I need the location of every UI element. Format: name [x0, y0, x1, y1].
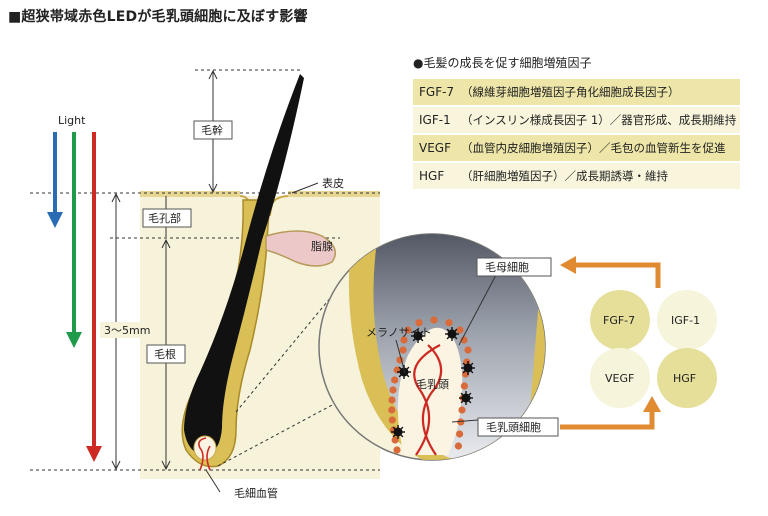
sebaceous-gland	[265, 230, 337, 267]
zoom-papilla	[397, 327, 463, 455]
pore-label: 毛孔部	[148, 211, 181, 225]
papilla-cell-dot	[399, 346, 407, 354]
factor-row-vegf: VEGF （血管内皮細胞増殖因子）／毛包の血管新生を促進	[413, 135, 740, 161]
light-label: Light	[58, 114, 86, 127]
melanocyte	[397, 365, 411, 379]
papilla-cell-dot	[460, 382, 468, 390]
melanocyte	[411, 329, 425, 343]
melanocyte-leader	[395, 339, 406, 374]
factor-desc: （インスリン様成長因子 1）／器官形成、成長期維持	[461, 113, 737, 127]
shaft-arrow-top	[208, 69, 218, 80]
papilla-cell-dot	[454, 442, 462, 450]
melanocyte-label: メラノサイト	[366, 326, 432, 339]
factor-desc: （血管内皮細胞増殖因子）／毛包の血管新生を促進	[461, 141, 726, 155]
factor-row-igf1: IGF-1 （インスリン様成長因子 1）／器官形成、成長期維持	[413, 107, 740, 133]
hair-shaft	[184, 74, 304, 455]
melanocyte	[459, 391, 473, 405]
zoom-connector	[217, 403, 335, 467]
arrow-to-matrix	[575, 262, 661, 288]
papilla-cell-dot	[457, 418, 465, 426]
factor-circle-label: IGF-1	[671, 314, 700, 327]
capillary-label: 毛細血管	[234, 486, 278, 500]
root-label-box	[146, 344, 186, 364]
papilla-cell-label: 毛乳頭細胞	[486, 421, 541, 434]
factor-row-fgf7: FGF-7 （線維芽細胞増殖因子角化細胞成長因子）	[413, 79, 740, 105]
epidermis-leader	[291, 182, 319, 194]
shaft-label-box	[193, 120, 233, 140]
papilla-cell-dot	[389, 386, 397, 394]
capillary	[198, 437, 211, 471]
papilla-cell-dot	[393, 446, 401, 454]
sebaceous-label: 脂腺	[311, 239, 333, 253]
melanocyte	[445, 327, 459, 341]
papilla-cell-dot	[388, 416, 396, 424]
papilla-cells	[388, 316, 475, 454]
matrix-label: 毛母細胞	[485, 261, 529, 274]
factor-circle-label: FGF-7	[603, 314, 635, 327]
matrix-label-box	[476, 257, 552, 277]
factor-abbr: FGF-7	[419, 85, 455, 99]
depth-label-bg	[100, 322, 148, 338]
depth-label: 3～5mm	[104, 324, 150, 337]
arrow-to-factors	[560, 410, 655, 430]
red-arrowhead	[86, 446, 102, 462]
factor-row-hgf: HGF （肝細胞増殖因子）／成長期誘導・維持	[413, 163, 740, 189]
root-arrow-bottom	[161, 460, 171, 471]
factor-circle-label: HGF	[673, 372, 696, 385]
green-arrowhead	[66, 332, 82, 348]
factor-abbr: IGF-1	[419, 113, 451, 127]
root-arrow-top	[161, 238, 171, 249]
arrowhead-to-factors	[643, 396, 661, 412]
melanocyte	[461, 361, 475, 375]
root-label: 毛根	[154, 347, 176, 361]
factor-circle-hgf	[657, 348, 717, 408]
factor-circle-label: VEGF	[605, 372, 634, 385]
page-title: ■超狭帯域赤色LEDが毛乳頭細胞に及ぼす影響	[8, 9, 308, 25]
papilla-cell-dot	[456, 430, 464, 438]
papilla-cell-dot	[458, 406, 466, 414]
papilla-cell-leader	[451, 419, 479, 423]
papilla-cell-dot	[388, 396, 396, 404]
papilla-cell-dot	[391, 436, 399, 444]
epidermis-label: 表皮	[322, 176, 344, 190]
arrowhead-to-matrix	[560, 256, 576, 274]
factor-circle-vegf	[590, 348, 650, 408]
depth-arrow-bottom	[111, 460, 121, 471]
blue-arrowhead	[47, 212, 63, 228]
shaft-label: 毛幹	[201, 123, 223, 137]
factors-heading: ●毛髪の成長を促す細胞増殖因子	[413, 56, 592, 70]
pore-label-box	[142, 208, 192, 228]
matrix-leader	[458, 274, 497, 346]
factor-desc: （線維芽細胞増殖因子角化細胞成長因子）	[461, 85, 680, 99]
factor-desc: （肝細胞増殖因子）／成長期誘導・維持	[461, 169, 668, 183]
melanocyte	[391, 425, 405, 439]
papilla-cell-dot	[456, 326, 464, 334]
shaft-arrow-bottom	[208, 183, 218, 194]
factor-abbr: HGF	[419, 169, 445, 183]
capillary-leader	[205, 469, 221, 493]
papilla-cell-dot	[445, 319, 453, 327]
papilla-cell-dot	[391, 376, 399, 384]
papilla-cell-dot	[388, 406, 396, 414]
factor-circle-igf1	[657, 290, 717, 350]
factor-circle-fgf7	[590, 290, 650, 350]
epidermis-band	[288, 191, 380, 197]
papilla-cell-dot	[415, 319, 423, 327]
papilla-cell-dot	[404, 326, 412, 334]
papilla-cell-dot	[400, 336, 408, 344]
papilla-cell-dot	[464, 346, 472, 354]
epidermis-band	[140, 191, 240, 197]
dermal-papilla	[193, 435, 217, 461]
factor-abbr: VEGF	[419, 141, 451, 155]
papilla-label: 毛乳頭	[416, 378, 449, 391]
zoom-capillary	[421, 344, 443, 456]
papilla-cell-label-box	[477, 417, 559, 437]
depth-arrow-top	[111, 192, 121, 203]
papilla-cell-dot	[430, 316, 438, 324]
